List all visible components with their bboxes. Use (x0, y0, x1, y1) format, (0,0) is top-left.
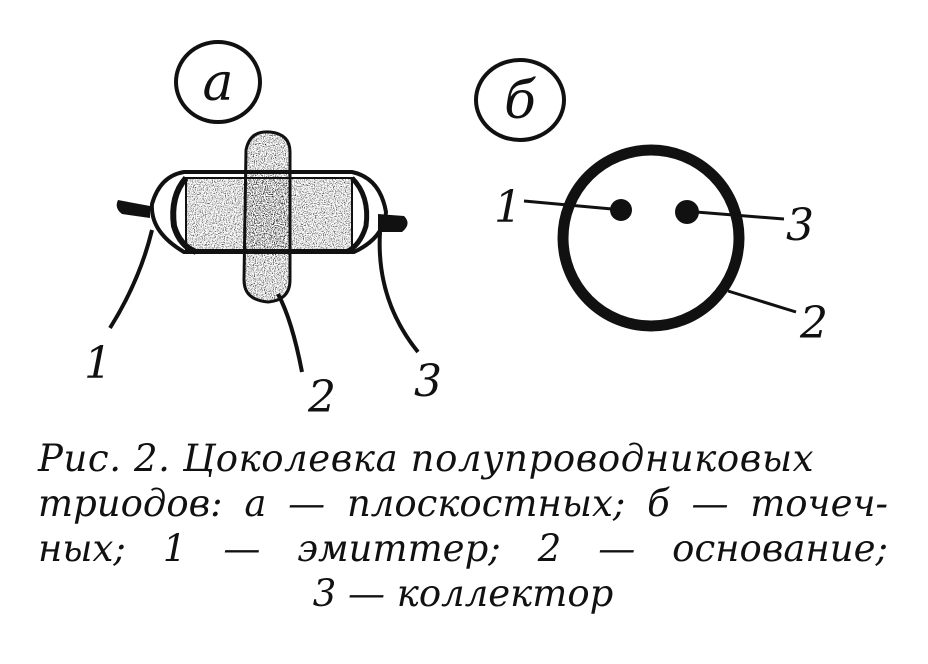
panel-b-label-badge: б (474, 58, 566, 142)
collector-pin-dot (675, 200, 699, 224)
caption-line-1: Рис. 2. Цоколевка полупроводниковых (38, 437, 815, 480)
caption-line-3-part-c: 2 — основание; (537, 527, 888, 570)
caption-line-3-part-b: 1 — эмиттер; (162, 527, 501, 570)
pin-1-leader (523, 199, 613, 211)
pin-3-leader (695, 210, 785, 221)
panel-b-pin-2-label: 2 (799, 298, 828, 349)
panel-a: а 1 2 3 (84, 40, 442, 423)
caption-line-2: триодов: а — плоскостных; б — точеч- (38, 482, 888, 525)
transistor-pinout-figure: а 1 2 3 б (84, 40, 828, 423)
planar-transistor-body (116, 130, 408, 304)
housing-circle (557, 144, 745, 332)
lead-2-wire (276, 293, 304, 373)
panel-a-pin-1-label: 1 (84, 338, 112, 389)
panel-a-leads (108, 229, 420, 373)
lead-3-wire (377, 231, 420, 354)
emitter-pin-dot (610, 199, 632, 221)
panel-a-pin-2-label: 2 (307, 372, 336, 423)
lead-1-wire (108, 229, 154, 330)
panel-a-label: а (202, 53, 233, 113)
panel-b-pin-3-label: 3 (786, 200, 814, 251)
panel-b: б 1 3 2 (474, 58, 828, 349)
caption-line-3: ных; 1 — эмиттер; 2 — основание; (38, 526, 888, 571)
panel-b-pin-1-label: 1 (494, 182, 522, 233)
caption-line-4: 3 — коллектор (312, 572, 614, 615)
panel-b-label: б (504, 71, 536, 131)
panel-a-pin-3-label: 3 (414, 356, 442, 407)
panel-a-label-badge: а (174, 40, 262, 124)
pin-2-leader (727, 289, 797, 314)
caption-line-3-part-a: ных; (38, 527, 126, 570)
figure-caption: Рис. 2. Цоколевка полупроводниковых трио… (38, 436, 888, 616)
